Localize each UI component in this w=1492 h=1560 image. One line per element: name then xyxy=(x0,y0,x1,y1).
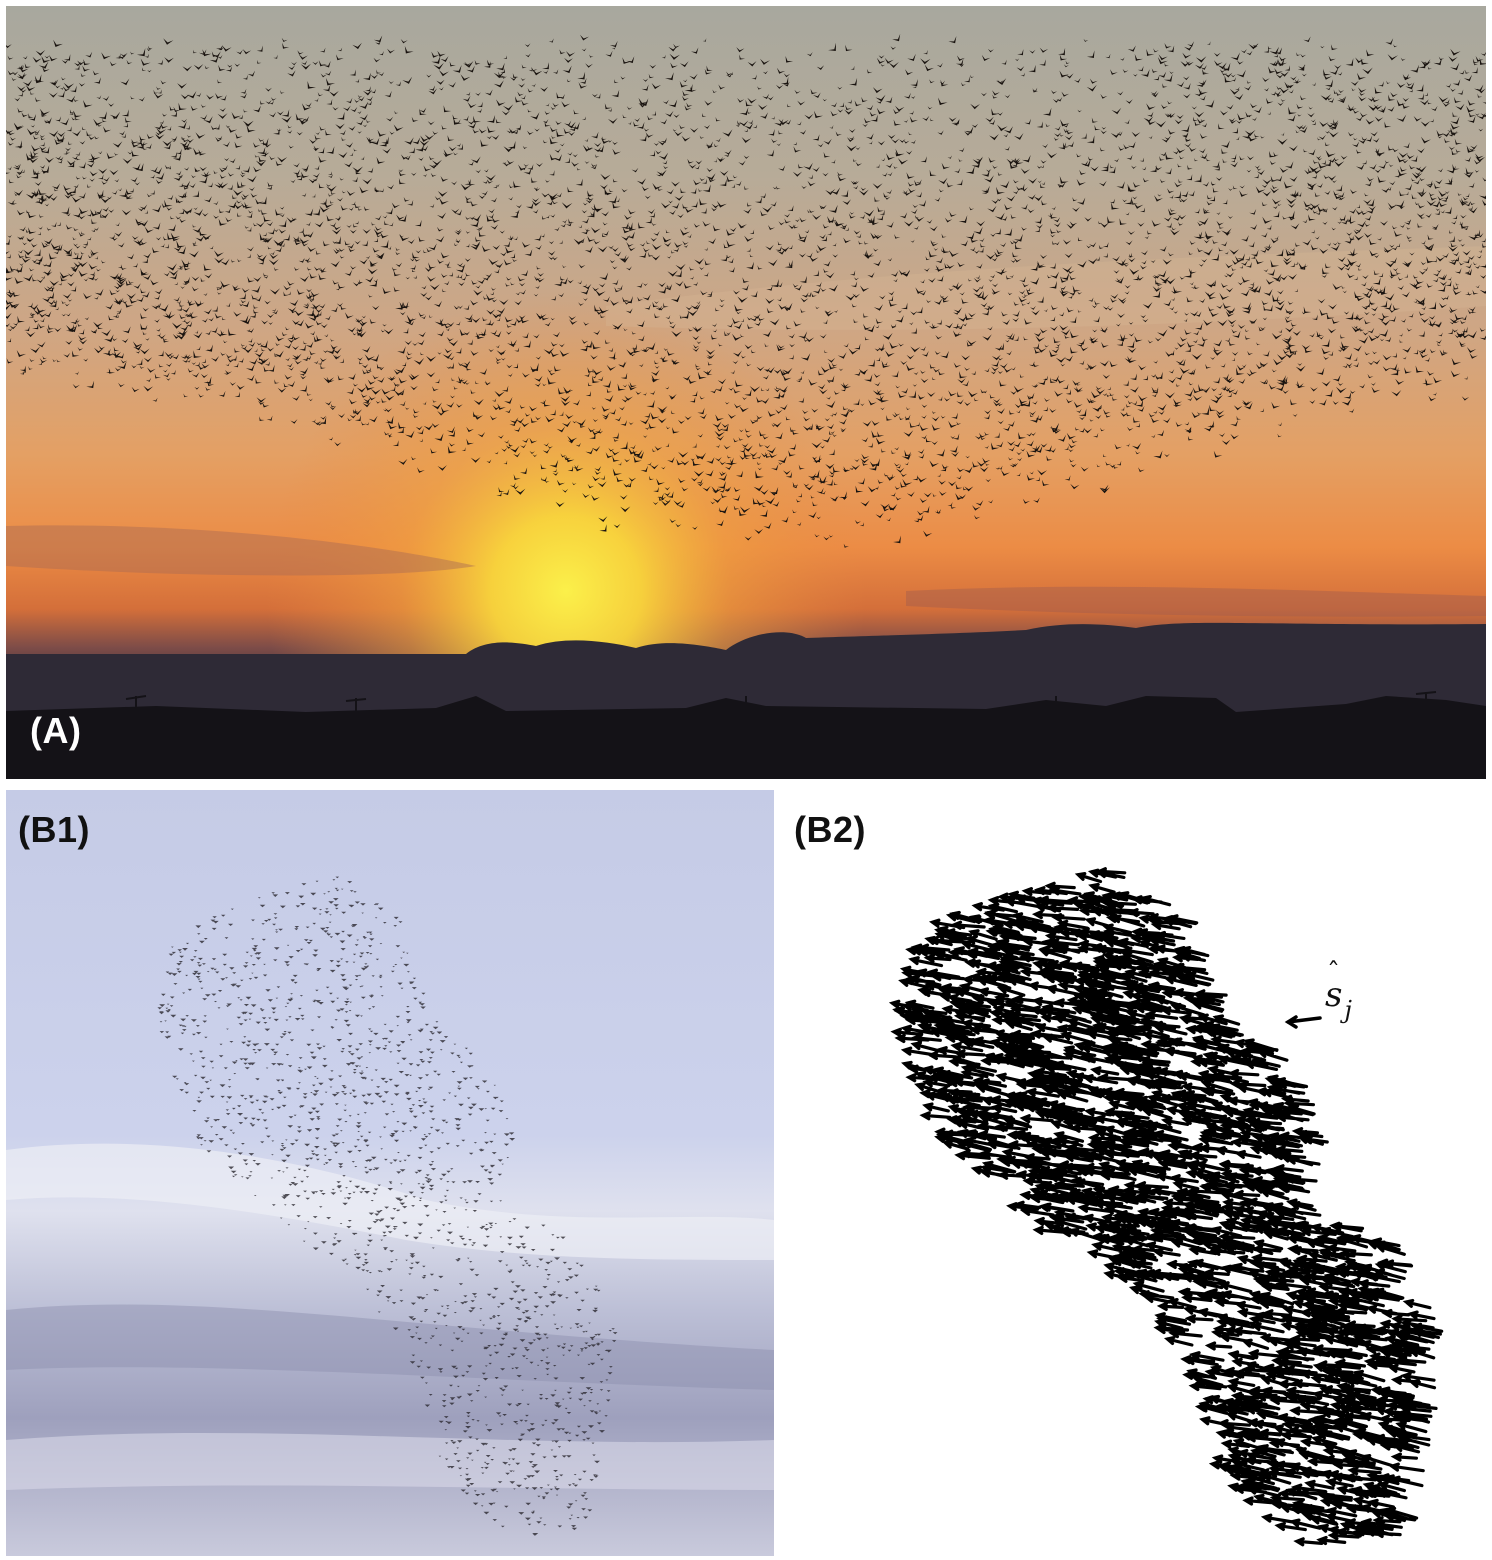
unit-vector-subscript: j xyxy=(1344,996,1352,1024)
panel-b1-flock-photo: (B1) xyxy=(6,790,774,1556)
panel-label-b2: (B2) xyxy=(794,809,866,850)
panel-a-sunset-photo: (A) xyxy=(6,6,1486,779)
unit-vector-symbol: s xyxy=(1325,975,1343,1015)
labeled-arrow xyxy=(1284,1015,1322,1029)
sunset-murmuration-image xyxy=(6,6,1486,779)
panel-label-b1: (B1) xyxy=(18,809,90,850)
velocity-arrows xyxy=(888,867,1444,1547)
velocity-arrows-diagram xyxy=(888,867,1444,1547)
panel-label-a: (A) xyxy=(30,710,82,751)
unit-vector-hat: ˆ xyxy=(1327,958,1340,988)
flock-photo-image xyxy=(6,790,774,1556)
power-poles xyxy=(125,691,1437,728)
velocity-arrow-field xyxy=(888,867,1444,1547)
